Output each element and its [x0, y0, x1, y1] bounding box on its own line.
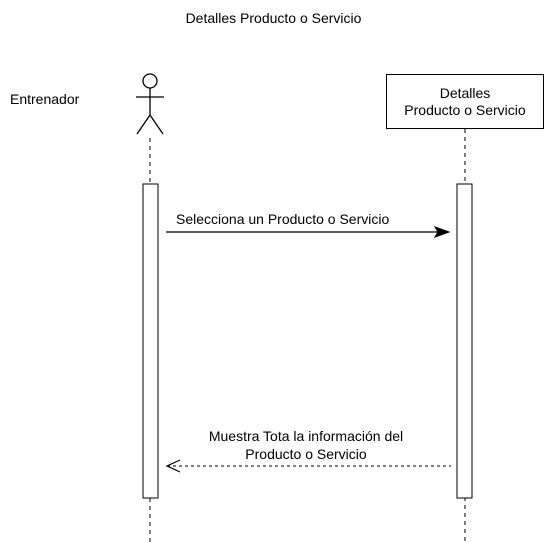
message-2-label-line2: Producto o Servicio [245, 446, 367, 462]
diagram-title: Detalles Producto o Servicio [185, 10, 362, 26]
actor-activation-bar [142, 183, 159, 499]
actor-right-leg [149, 114, 164, 135]
lifeline-header-line1: Detalles [439, 84, 491, 101]
message-2-label-line1: Muestra Tota la información del [208, 428, 404, 444]
actor-head [142, 73, 158, 89]
actor-figure [136, 73, 164, 135]
object-activation-bar [456, 183, 473, 499]
lifeline-header-line2: Producto o Servicio [404, 101, 526, 118]
actor-left-leg [136, 114, 151, 135]
lifeline-header-box: Detalles Producto o Servicio [386, 74, 544, 129]
message-1-arrowhead [433, 226, 451, 238]
message-1-label: Selecciona un Producto o Servicio [176, 211, 390, 227]
message-2-arrowhead [165, 459, 181, 473]
actor-label: Entrenador [10, 91, 80, 107]
